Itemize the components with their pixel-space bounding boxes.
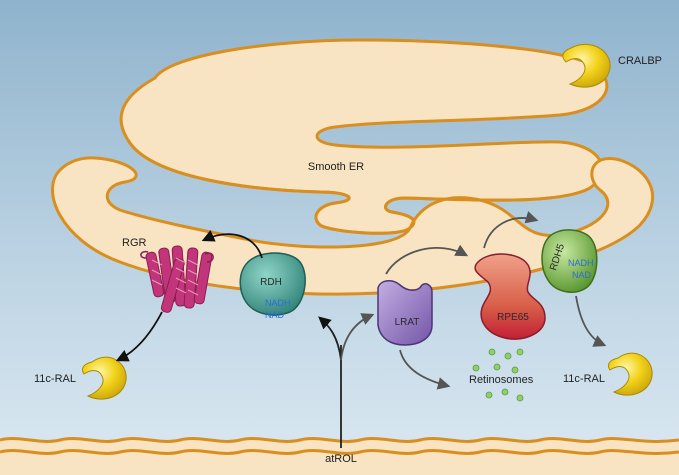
rdh5-nad: NAD <box>572 270 592 280</box>
cralbp-icon <box>562 43 611 88</box>
lrat-icon <box>377 280 433 346</box>
rdh5-nadh: NADH <box>568 258 594 268</box>
rdh-enzyme: RDH NADH NAD <box>239 252 306 320</box>
rpe65-label: RPE65 <box>497 312 529 323</box>
rdh5-enzyme: RDH5 NADH NAD <box>541 229 598 293</box>
ral-right-icon <box>607 352 653 396</box>
retinosomes: Retinosomes <box>469 348 534 402</box>
atrol-label: atROL <box>325 453 357 465</box>
arrow-rgr-to-ral <box>115 311 163 362</box>
cralbp: CRALBP <box>562 43 662 88</box>
rpe65-icon <box>474 253 546 340</box>
rdh-nadh: NADH <box>265 298 291 308</box>
arrow-rdh5-to-ral <box>575 295 607 347</box>
smooth-er-label: Smooth ER <box>308 161 364 173</box>
arrow-atrol-to-rdh <box>318 316 342 361</box>
arrow-atrol-to-lrat <box>340 313 375 361</box>
retinosomes-label: Retinosomes <box>469 374 534 386</box>
rgr-receptor: RGR <box>122 237 214 313</box>
rdh-icon <box>239 252 306 316</box>
ral-left: 11c-RAL <box>34 356 127 400</box>
cralbp-label: CRALBP <box>618 55 662 67</box>
ral-left-icon <box>81 356 127 400</box>
arrow-lrat-to-retinosomes <box>399 349 451 390</box>
pathway-arrows <box>115 211 607 448</box>
rgr-label: RGR <box>122 237 147 249</box>
plasma-membrane <box>0 437 679 475</box>
rdh5-icon <box>541 229 598 293</box>
rdh-nad: NAD <box>265 310 285 320</box>
rdh-label: RDH <box>260 277 282 288</box>
ral-right: 11c-RAL <box>563 352 653 396</box>
arrow-rdh-to-rgr <box>201 230 263 259</box>
arrow-rpe65-to-rdh5 <box>483 211 539 249</box>
ral-left-label: 11c-RAL <box>34 373 76 385</box>
rpe65-enzyme: RPE65 <box>474 253 546 340</box>
lrat-label: LRAT <box>395 317 420 328</box>
arrow-lrat-to-rpe65 <box>385 244 469 275</box>
ral-right-label: 11c-RAL <box>563 373 605 385</box>
lrat-enzyme: LRAT <box>377 280 433 346</box>
retinosome-droplets-icon <box>472 348 524 402</box>
